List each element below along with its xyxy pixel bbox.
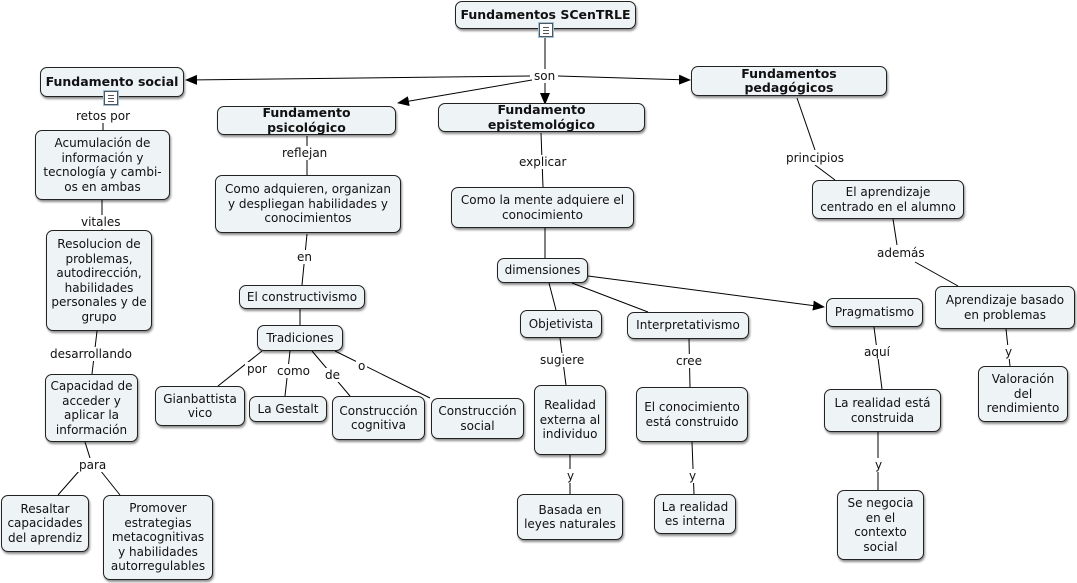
link-label-desarrollando: desarrollando [48,347,134,361]
node-realidad-construida[interactable]: La realidad está construida [824,389,941,432]
node-capacidad[interactable]: Capacidad de acceder y aplicar la inform… [45,374,138,442]
node-acumulacion[interactable]: Acumulación de información y tecnología … [35,130,170,200]
link-label-y-pragmatismo: y [873,458,885,472]
link-label-explicar: explicar [517,155,569,169]
document-icon[interactable] [104,91,118,105]
node-fundamento-epistemologico[interactable]: Fundamento epistemológico [438,102,645,132]
link-label-y-objetivista: y [565,469,577,483]
node-gianbattista-vico[interactable]: Gianbattista vico [155,386,245,426]
node-como-adquieren[interactable]: Como adquieren, organizan y despliegan h… [215,175,401,233]
node-construccion-cognitiva[interactable]: Construcción cognitiva [332,396,425,440]
link-label-reflejan: reflejan [280,146,330,160]
link-label-aqui: aquí [862,345,892,359]
link-label-y-pedagogicos: y [1003,345,1015,359]
link-son-pedagogicos [557,74,691,85]
node-fundamentos-pedagogicos[interactable]: Fundamentos pedagógicos [691,66,887,96]
node-promover[interactable]: Promover estrategias metacognitivas y ha… [103,495,213,580]
link-trad-social [334,350,431,399]
node-dimensiones[interactable]: dimensiones [497,258,588,283]
link-para-promover [99,469,121,496]
node-resaltar[interactable]: Resaltar capacidades del aprendiz [1,495,89,552]
link-ademas-problemas [914,261,959,287]
node-objetivista[interactable]: Objetivista [520,310,602,338]
link-label-y-interpretativismo: y [687,469,699,483]
node-valoracion[interactable]: Valoración del rendimiento [978,366,1068,422]
node-construccion-social[interactable]: Construcción social [431,398,524,439]
link-centrado-ademas [892,218,898,246]
link-ped-principios [796,97,816,151]
link-label-por: por [245,362,269,376]
document-icon[interactable] [539,23,553,37]
node-pragmatismo[interactable]: Pragmatismo [826,298,923,327]
node-la-gestalt[interactable]: La Gestalt [249,396,327,422]
node-tradiciones[interactable]: Tradiciones [257,325,343,351]
link-dim-prag [587,275,825,311]
link-dim-int [571,282,649,313]
link-label-para: para [77,458,109,472]
node-fundamento-social[interactable]: Fundamento social [40,67,184,97]
node-aprendizaje-centrado[interactable]: El aprendizaje centrado en el alumno [812,180,964,219]
link-capac-para [84,441,91,459]
link-dim-obj [548,282,557,311]
link-label-ademas: además [875,246,927,260]
link-trad-gian [217,350,263,387]
node-aprendizaje-problemas[interactable]: Aprendizaje basado en problemas [935,286,1075,329]
link-label-como: como [275,364,312,378]
node-basada-en-leyes[interactable]: Basada en leyes naturales [517,494,623,540]
link-label-de: de [323,368,342,382]
node-se-negocia[interactable]: Se negocia en el contexto social [837,490,924,560]
link-label-principios: principios [784,151,846,165]
node-resolucion[interactable]: Resolucion de problemas, autodirección, … [46,230,152,331]
link-label-sugiere: sugiere [538,353,587,367]
node-constructivismo[interactable]: El constructivismo [239,285,365,309]
node-realidad-externa[interactable]: Realidad externa al individuo [534,385,606,455]
link-label-vitales: vitales [79,215,123,229]
node-fundamento-psicologico[interactable]: Fundamento psicológico [217,105,396,135]
link-label-retos-por: retos por [74,109,133,123]
node-conocimiento-construido[interactable]: El conocimiento está construido [636,387,748,442]
link-para-resaltar [57,469,81,496]
link-label-o: o [356,359,368,373]
node-como-la-mente[interactable]: Como la mente adquiere el conocimiento [451,187,634,228]
link-label-son: son [532,69,558,83]
link-conoc-interna [691,441,695,495]
node-realidad-interna[interactable]: La realidad es interna [654,494,736,534]
node-interpretativismo[interactable]: Interpretativismo [627,312,749,339]
link-label-en: en [295,250,314,264]
link-principios-centrado [814,164,836,181]
link-son-psicologico [397,79,533,107]
link-label-cree: cree [674,354,705,368]
link-son-social [185,74,531,85]
